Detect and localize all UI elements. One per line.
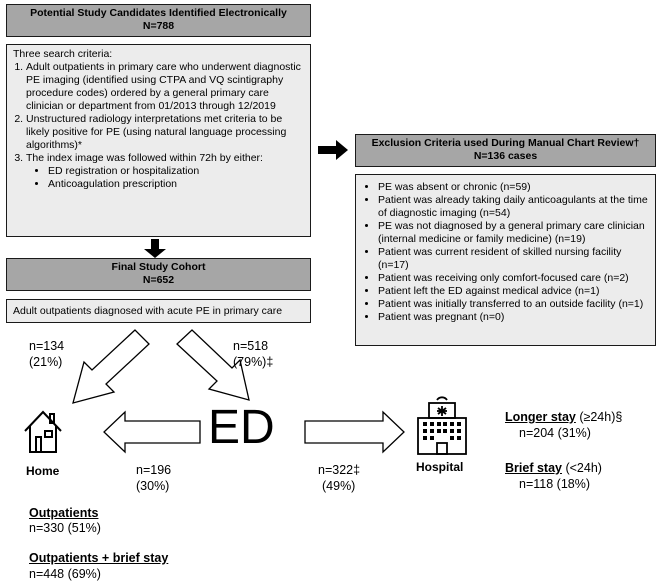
exclusion-item: Patient was initially transferred to an …	[378, 298, 651, 311]
outpatients-label: Outpatients	[29, 506, 99, 520]
hospital-windows	[423, 422, 461, 440]
house-icon	[24, 410, 62, 453]
arrow-ed-to-hospital	[304, 410, 405, 454]
cohort-description-box: Adult outpatients diagnosed with acute P…	[6, 299, 311, 323]
longer-stay-label: Longer stay	[505, 410, 576, 424]
cohort-title: Final Study Cohort	[111, 261, 206, 273]
arrow-cohort-to-home	[72, 329, 150, 404]
exclusion-item: PE was absent or chronic (n=59)	[378, 181, 651, 194]
ed-hosp-n: n=322‡	[318, 463, 361, 477]
cohort-header: Final Study Cohort N=652	[6, 258, 311, 291]
ed-n: n=518	[233, 339, 269, 353]
arrow-cohort-to-ed	[176, 329, 250, 401]
outpatients-value: n=330 (51%)	[29, 521, 101, 535]
ed-label: ED	[208, 401, 275, 454]
arrow-to-cohort	[144, 239, 166, 258]
criteria-intro: Three search criteria:	[13, 48, 113, 60]
sub-criteria-item: ED registration or hospitalization	[48, 165, 306, 178]
hospital-icon	[417, 396, 467, 455]
exclusion-item: Patient left the ED against medical advi…	[378, 285, 651, 298]
exclusion-title: Exclusion Criteria used During Manual Ch…	[371, 137, 640, 149]
outpatients-brief-value: n=448 (69%)	[29, 567, 101, 581]
exclusion-list-box: PE was absent or chronic (n=59) Patient …	[355, 174, 656, 346]
candidates-title: Potential Study Candidates Identified El…	[30, 7, 287, 19]
outpatients-brief-label: Outpatients + brief stay	[29, 551, 169, 565]
criteria-item-text: The index image was followed within 72h …	[26, 152, 263, 164]
brief-stay-label: Brief stay	[505, 461, 562, 475]
criteria-item: The index image was followed within 72h …	[26, 152, 306, 191]
cohort-description: Adult outpatients diagnosed with acute P…	[13, 305, 283, 317]
home-direct-n: n=134	[29, 339, 65, 353]
brief-stay-suffix: (<24h)	[561, 461, 602, 475]
longer-stay-suffix: (≥24h)§	[575, 410, 623, 424]
exclusion-list: PE was absent or chronic (n=59) Patient …	[364, 181, 651, 324]
candidates-criteria-box: Three search criteria: Adult outpatients…	[6, 44, 311, 237]
home-label: Home	[26, 464, 60, 478]
ed-pct: (79%)‡	[233, 355, 274, 369]
exclusion-item: Patient was already taking daily anticoa…	[378, 194, 651, 220]
sub-criteria-list: ED registration or hospitalization Antic…	[26, 165, 306, 191]
ed-home-n: n=196	[136, 463, 172, 477]
arrow-ed-to-home	[103, 410, 201, 454]
arrow-to-exclusion	[318, 140, 348, 160]
longer-stay-heading: Longer stay (≥24h)§	[505, 410, 622, 425]
exclusion-item: PE was not diagnosed by a general primar…	[378, 220, 651, 246]
candidates-header: Potential Study Candidates Identified El…	[6, 4, 311, 37]
hospital-label: Hospital	[416, 460, 464, 474]
exclusion-item: Patient was pregnant (n=0)	[378, 311, 651, 324]
criteria-list: Adult outpatients in primary care who un…	[13, 61, 306, 191]
ed-hosp-pct: (49%)	[322, 479, 356, 493]
sub-criteria-item: Anticoagulation prescription	[48, 178, 306, 191]
exclusion-count: N=136 cases	[473, 150, 538, 162]
brief-stay-heading: Brief stay (<24h)	[505, 461, 602, 476]
ed-home-pct: (30%)	[136, 479, 170, 493]
cohort-count: N=652	[142, 274, 175, 286]
criteria-item: Adult outpatients in primary care who un…	[26, 61, 306, 113]
exclusion-item: Patient was receiving only comfort-focus…	[378, 272, 651, 285]
longer-stay-value: n=204 (31%)	[519, 426, 591, 440]
home-direct-pct: (21%)	[29, 355, 63, 369]
exclusion-header: Exclusion Criteria used During Manual Ch…	[355, 134, 656, 167]
brief-stay-value: n=118 (18%)	[519, 477, 590, 491]
criteria-item: Unstructured radiology interpretations m…	[26, 113, 306, 152]
exclusion-item: Patient was current resident of skilled …	[378, 246, 651, 272]
candidates-count: N=788	[142, 20, 175, 32]
